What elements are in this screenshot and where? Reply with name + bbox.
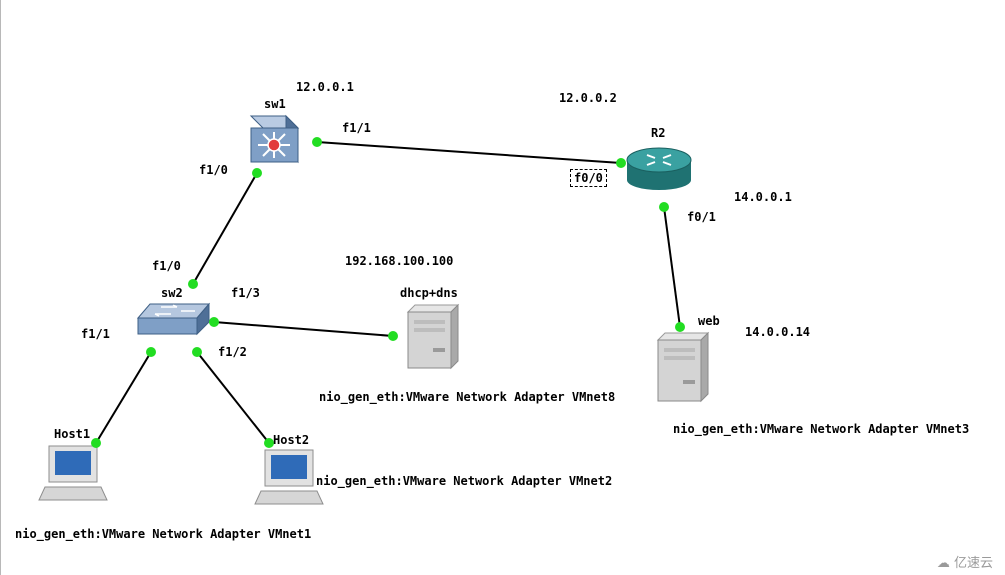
dhcp-server-icon[interactable] bbox=[406, 303, 460, 370]
port-dot-host1[interactable] bbox=[91, 438, 101, 448]
port-status-dots bbox=[91, 137, 685, 448]
port-dot-sw2-f11[interactable] bbox=[146, 347, 156, 357]
port-dot-host2[interactable] bbox=[264, 438, 274, 448]
links bbox=[95, 141, 681, 444]
dhcp-ip-label: 192.168.100.100 bbox=[345, 254, 454, 268]
watermark-logo: ☁ 亿速云 bbox=[937, 552, 993, 571]
sw2-switch-icon[interactable] bbox=[136, 302, 211, 336]
link-r2-web[interactable] bbox=[663, 206, 681, 328]
link-sw2-dhcp[interactable] bbox=[213, 321, 394, 337]
dhcp-adapter-label: nio_gen_eth:VMware Network Adapter VMnet… bbox=[319, 390, 616, 404]
host1-name-label: Host1 bbox=[54, 427, 91, 441]
r2-ip-left-label: 12.0.0.2 bbox=[559, 91, 617, 105]
iface-label-sw1-f10: f1/0 bbox=[199, 163, 228, 177]
port-dot-dhcp[interactable] bbox=[388, 331, 398, 341]
r2-ip-right-label: 14.0.0.1 bbox=[734, 190, 792, 204]
r2-router-icon[interactable] bbox=[626, 147, 692, 190]
web-ip-label: 14.0.0.14 bbox=[745, 325, 811, 339]
iface-label-sw2-f11: f1/1 bbox=[81, 327, 110, 341]
iface-label-sw2-f10: f1/0 bbox=[152, 259, 181, 273]
host1-adapter-label: nio_gen_eth:VMware Network Adapter VMnet… bbox=[15, 527, 312, 541]
watermark-text: 亿速云 bbox=[953, 556, 993, 571]
host2-adapter-label: nio_gen_eth:VMware Network Adapter VMnet… bbox=[316, 474, 613, 488]
port-dot-r2-f01[interactable] bbox=[659, 202, 669, 212]
port-dot-sw2-f12[interactable] bbox=[192, 347, 202, 357]
host1-computer-icon[interactable] bbox=[38, 445, 108, 501]
iface-label-sw1-f11: f1/1 bbox=[342, 121, 371, 135]
host2-computer-icon[interactable] bbox=[254, 449, 324, 505]
web-server-icon[interactable] bbox=[656, 331, 710, 403]
port-dot-sw2-f13[interactable] bbox=[209, 317, 219, 327]
port-dot-web[interactable] bbox=[675, 322, 685, 332]
port-dot-sw1-f11[interactable] bbox=[312, 137, 322, 147]
port-dot-sw2-f10[interactable] bbox=[188, 279, 198, 289]
link-sw2-host2[interactable] bbox=[196, 351, 270, 444]
iface-label-r2-f00: f0/0 bbox=[570, 169, 607, 187]
iface-label-r2-f01: f0/1 bbox=[687, 210, 716, 224]
sw1-name-label: sw1 bbox=[264, 97, 286, 111]
port-dot-sw1-f10[interactable] bbox=[252, 168, 262, 178]
web-adapter-label: nio_gen_eth:VMware Network Adapter VMnet… bbox=[673, 422, 970, 436]
cloud-icon: ☁ bbox=[936, 556, 950, 571]
sw2-name-label: sw2 bbox=[161, 286, 183, 300]
link-sw2-host1[interactable] bbox=[95, 351, 152, 444]
sw1-ip-label: 12.0.0.1 bbox=[296, 80, 354, 94]
host2-name-label: Host2 bbox=[273, 433, 310, 447]
r2-name-label: R2 bbox=[651, 126, 666, 140]
port-dot-r2-f00[interactable] bbox=[616, 158, 626, 168]
iface-label-sw2-f13: f1/3 bbox=[231, 286, 260, 300]
sw1-switch-icon[interactable] bbox=[249, 114, 300, 164]
link-sw1-sw2[interactable] bbox=[192, 172, 258, 285]
web-name-label: web bbox=[698, 314, 720, 328]
link-sw1-r2[interactable] bbox=[316, 141, 622, 164]
iface-label-sw2-f12: f1/2 bbox=[218, 345, 247, 359]
dhcp-name-label: dhcp+dns bbox=[400, 286, 458, 300]
